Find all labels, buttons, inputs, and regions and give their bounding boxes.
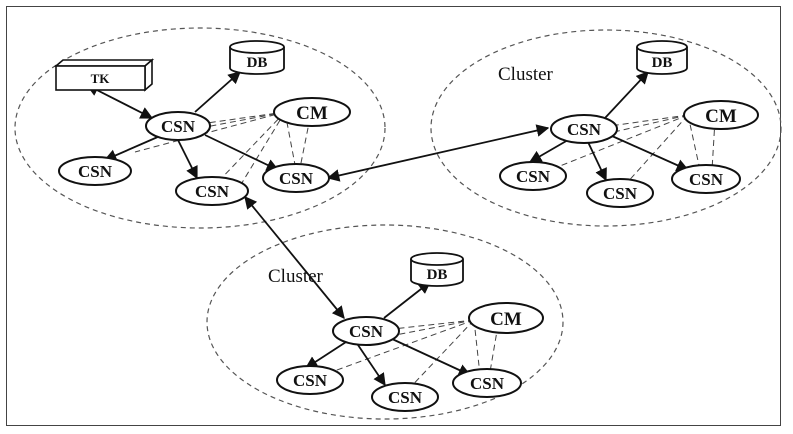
dashed-links-right bbox=[554, 114, 716, 186]
cm-label: CM bbox=[490, 309, 522, 330]
csn-node-right-child-2: CSN bbox=[586, 178, 654, 208]
solid-links bbox=[85, 71, 690, 387]
cluster-label-right: Cluster bbox=[498, 64, 554, 85]
cluster-outline-bottom bbox=[206, 224, 564, 420]
csn-node-left-child-3: CSN bbox=[262, 163, 330, 193]
csn-label: CSN bbox=[78, 162, 113, 181]
db-node-bottom: DB bbox=[410, 252, 464, 287]
tk-label: TK bbox=[91, 71, 111, 86]
csn-node-bottom-child-3: CSN bbox=[452, 368, 522, 398]
csn-node-left-child-1: CSN bbox=[58, 156, 132, 186]
csn-node-right-main: CSN bbox=[550, 114, 618, 144]
db-label-bottom: DB bbox=[427, 267, 448, 283]
csn-label: CSN bbox=[349, 322, 384, 341]
csn-label: CSN bbox=[279, 169, 314, 188]
csn-label: CSN bbox=[161, 117, 196, 136]
db-label-left: DB bbox=[247, 55, 268, 71]
csn-label: CSN bbox=[603, 184, 638, 203]
cluster-outline-right bbox=[430, 29, 782, 227]
csn-label: CSN bbox=[195, 182, 230, 201]
csn-node-right-child-3: CSN bbox=[671, 164, 741, 194]
csn-label: CSN bbox=[470, 374, 505, 393]
cm-node-left: CM bbox=[273, 97, 351, 127]
csn-node-bottom-child-2: CSN bbox=[371, 382, 439, 412]
csn-node-bottom-child-1: CSN bbox=[276, 365, 344, 395]
cm-node-right: CM bbox=[683, 100, 759, 130]
csn-node-left-child-2: CSN bbox=[175, 176, 249, 206]
csn-label: CSN bbox=[516, 167, 551, 186]
csn-label: CSN bbox=[567, 120, 602, 139]
db-node-left: DB bbox=[229, 40, 285, 75]
csn-node-bottom-main: CSN bbox=[332, 316, 400, 346]
csn-label: CSN bbox=[293, 371, 328, 390]
cm-label: CM bbox=[705, 106, 737, 127]
csn-node-right-child-1: CSN bbox=[499, 161, 567, 191]
csn-label: CSN bbox=[388, 388, 423, 407]
cm-label: CM bbox=[296, 103, 328, 124]
cm-node-bottom: CM bbox=[468, 302, 544, 334]
tk-node: TK bbox=[53, 58, 155, 92]
db-node-right: DB bbox=[636, 40, 688, 75]
cluster-label-bottom: Cluster bbox=[268, 266, 324, 287]
csn-label: CSN bbox=[689, 170, 724, 189]
db-label-right: DB bbox=[652, 55, 673, 71]
csn-node-left-main: CSN bbox=[145, 111, 211, 141]
